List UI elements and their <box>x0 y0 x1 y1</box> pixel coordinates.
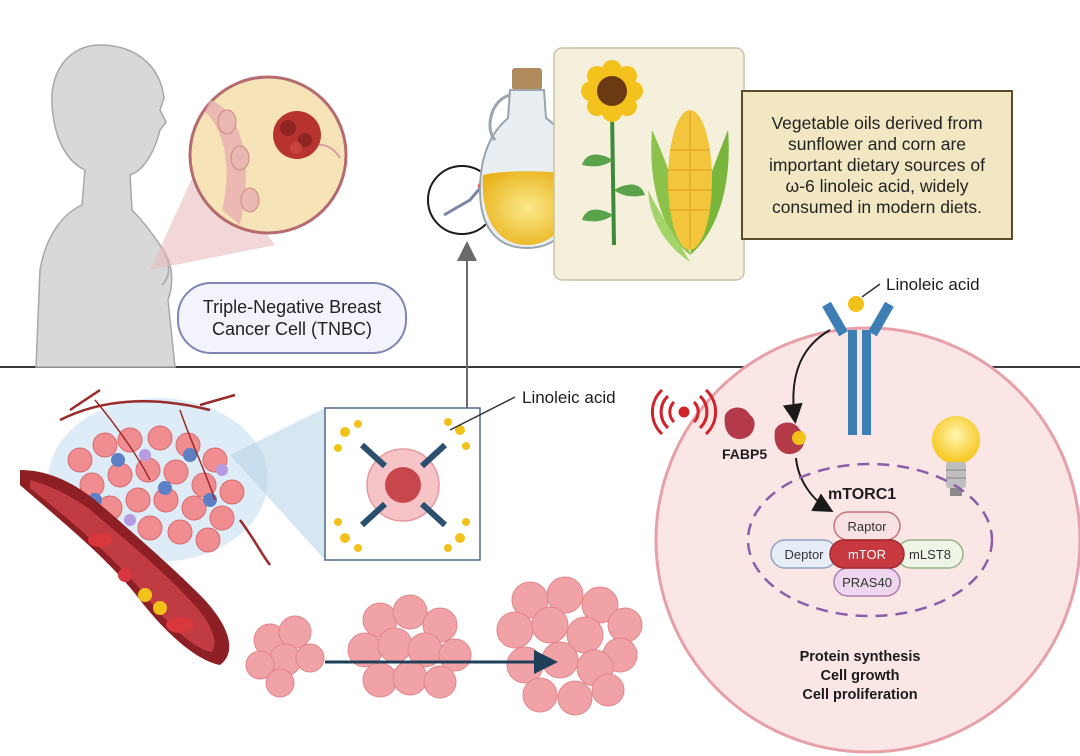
mlst8-label: mLST8 <box>909 547 951 562</box>
raptor-label: Raptor <box>847 519 887 534</box>
linoleic-uptake-inset <box>324 407 481 561</box>
fabp5-label: FABP5 <box>722 446 768 462</box>
mtor-label: mTOR <box>848 547 886 562</box>
receptor-label-pointer <box>861 283 881 298</box>
pras40-label: PRAS40 <box>842 575 892 590</box>
cancer-cell-cluster-icon <box>245 576 643 716</box>
outcome-cell-proliferation: Cell proliferation <box>802 687 918 703</box>
tumor-microenvironment-icon <box>48 388 271 566</box>
mtorc1-complex-boundary <box>746 462 994 618</box>
vegetable-oil-info-box: Vegetable oils derived from sunflower an… <box>741 90 1013 240</box>
linoleic-acid-inset-label: Linoleic acid <box>522 388 616 407</box>
deptor-label: Deptor <box>784 547 824 562</box>
fabp5-to-mtorc1-arrow <box>795 457 834 512</box>
outcomes-list: Protein synthesis Cell growth Cell proli… <box>760 648 960 705</box>
ligand-entry-arrow <box>782 329 831 424</box>
tnbc-label: Triple-Negative Breast Cancer Cell (TNBC… <box>177 282 407 354</box>
woman-silhouette-icon <box>35 44 176 368</box>
outcome-protein-synthesis: Protein synthesis <box>799 649 921 665</box>
receptor-icon <box>822 296 894 435</box>
breast-tumor-icon <box>188 75 348 235</box>
oil-bottle-icon <box>478 68 577 250</box>
inset-label-pointer <box>449 396 516 431</box>
outcome-cell-growth: Cell growth <box>820 668 900 684</box>
blood-vessel-icon <box>20 470 230 665</box>
corn-icon <box>648 110 729 262</box>
linoleic-acid-receptor-label: Linoleic acid <box>886 275 980 294</box>
lightbulb-icon <box>932 416 980 496</box>
sunflower-icon <box>581 60 645 246</box>
fabp5-protein-icon <box>724 407 806 455</box>
signal-waves-icon <box>650 388 718 436</box>
mtorc1-components: Raptor Deptor mTOR mLST8 PRAS40 <box>770 511 964 597</box>
inset-projection <box>230 408 325 560</box>
mtorc1-label: mTORC1 <box>828 486 897 503</box>
